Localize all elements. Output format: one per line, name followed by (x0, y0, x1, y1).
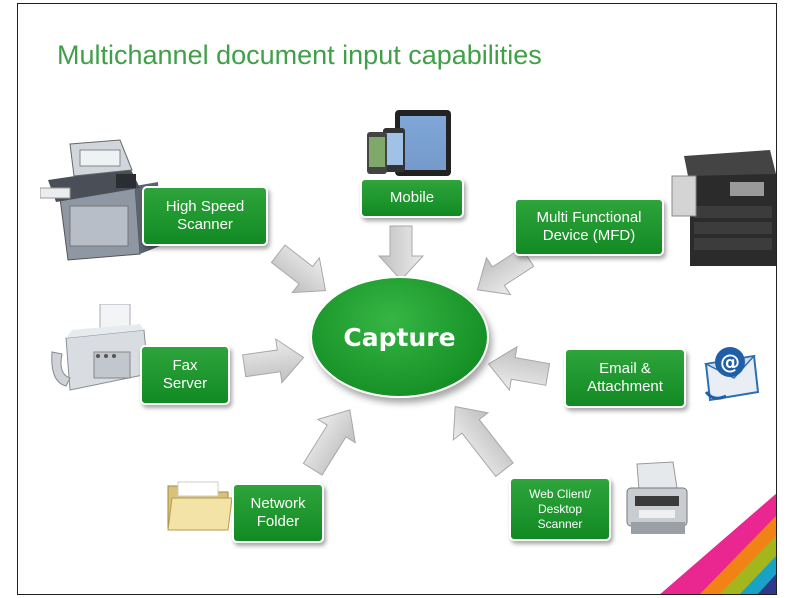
source-label: High Speed Scanner (165, 198, 245, 233)
source-box-network-folder: Network Folder (232, 483, 324, 543)
source-box-mfd: Multi Functional Device (MFD) (514, 198, 664, 256)
svg-text:@: @ (720, 350, 740, 374)
arrow-high-speed-scanner (270, 244, 327, 294)
arrows-layer (242, 225, 551, 478)
source-label: Mobile (389, 189, 435, 206)
source-label: Email & Attachment (587, 360, 663, 395)
arrow-mobile (377, 225, 425, 281)
corner-decoration (660, 493, 776, 594)
arrow-email (487, 345, 551, 392)
mobile-devices-icon (367, 110, 451, 176)
source-box-fax-server: Fax Server (140, 345, 230, 405)
arrow-network-folder (302, 409, 356, 476)
source-box-web-client: Web Client/ Desktop Scanner (509, 477, 611, 541)
folder-icon (167, 481, 233, 531)
source-label: Network Folder (250, 495, 306, 530)
capture-hub: Capture (310, 276, 489, 398)
source-box-email: Email & Attachment (564, 348, 686, 408)
slide-title: Multichannel document input capabilities (57, 40, 542, 70)
source-label: Multi Functional Device (MFD) (536, 209, 642, 244)
email-envelope-icon: @ (703, 347, 760, 402)
source-box-mobile: Mobile (360, 178, 464, 218)
capture-label: Capture (343, 322, 456, 352)
source-label: Web Client/ Desktop Scanner (529, 486, 591, 531)
arrow-web-client (452, 406, 514, 478)
source-box-high-speed-scanner: High Speed Scanner (142, 186, 268, 246)
slide: Multichannel document input capabilities (17, 3, 777, 595)
source-label: Fax Server (162, 357, 208, 392)
desktop-scanner-icon (626, 461, 688, 534)
arrow-fax-server (242, 338, 305, 384)
mfd-copier-icon (671, 150, 776, 266)
fax-machine-icon (51, 304, 149, 391)
